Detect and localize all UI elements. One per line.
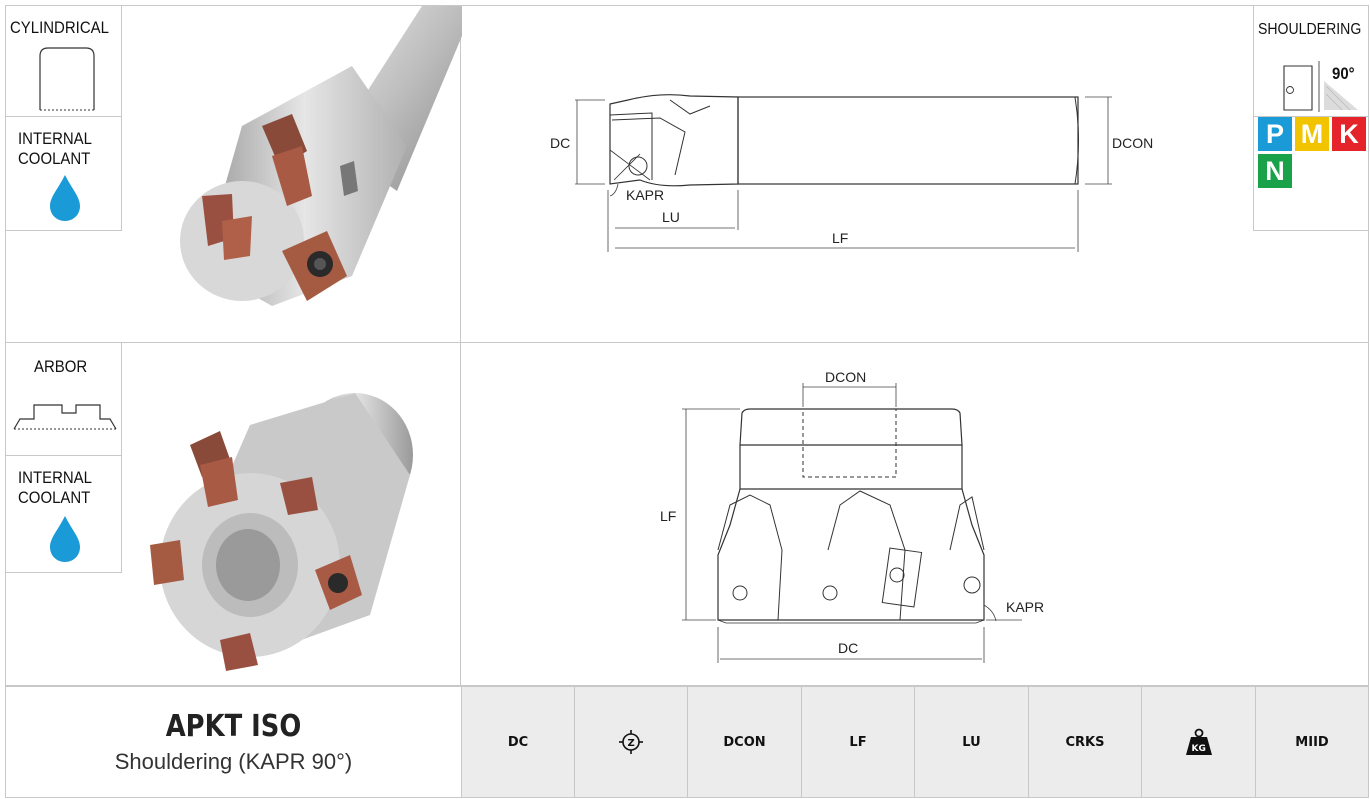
teeth-count-icon: Z (619, 730, 643, 754)
material-p-badge: P (1258, 117, 1292, 151)
dim-mid-lf-label: LF (660, 508, 676, 524)
operation-label: SHOULDERING (1258, 21, 1362, 38)
cylindrical-shank-icon (39, 47, 95, 111)
dim-lu-label: LU (662, 209, 680, 225)
coolant-label-line2: COOLANT (18, 149, 91, 168)
dim-dc-label: DC (550, 135, 570, 151)
column-header-miid: MIID (1255, 687, 1368, 797)
column-header-teeth: Z (574, 687, 687, 797)
arbor-mount-badge: ARBOR (5, 342, 122, 456)
column-divider (460, 5, 461, 686)
coolant-drop-icon-mid (50, 516, 80, 562)
operation-angle: 90° (1332, 64, 1355, 83)
dim-mid-dcon-label: DCON (825, 369, 866, 385)
coolant-mid-line1: INTERNAL (18, 468, 92, 487)
dim-mid-dc-label: DC (838, 640, 858, 656)
column-header-lf: LF (801, 687, 914, 797)
face-mill-dimension-drawing: DCON LF KAPR DC (660, 369, 1044, 663)
mount-type-label: ARBOR (34, 357, 88, 376)
column-header-crks: CRKS (1028, 687, 1141, 797)
column-header-weight: KG (1141, 687, 1255, 797)
internal-coolant-badge-top: INTERNAL COOLANT (5, 116, 122, 231)
svg-text:Z: Z (628, 738, 635, 749)
column-header-dc: DC (461, 687, 574, 797)
material-groups-badge: P M K N (1253, 116, 1369, 231)
coolant-drop-icon (50, 175, 80, 221)
shouldering-icon (1283, 61, 1358, 112)
material-k-badge: K (1332, 117, 1366, 151)
column-header-dcon: DCON (687, 687, 801, 797)
dim-dcon-label: DCON (1112, 135, 1153, 151)
product-title-cell: APKT ISO Shouldering (KAPR 90°) (6, 687, 461, 797)
weight-kg-icon: KG (1185, 728, 1212, 755)
coolant-mid-line2: COOLANT (18, 488, 91, 507)
shouldering-operation-badge: SHOULDERING 90° (1253, 5, 1369, 117)
cylindrical-shank-badge: CYLINDRICAL (5, 5, 122, 117)
face-mill-product-image (150, 393, 413, 671)
product-name: APKT ISO (165, 709, 302, 744)
shank-type-label: CYLINDRICAL (10, 18, 109, 37)
dim-kapr-label: KAPR (626, 187, 664, 203)
material-m-badge: M (1295, 117, 1329, 151)
column-header-lu: LU (914, 687, 1028, 797)
dim-mid-kapr-label: KAPR (1006, 599, 1044, 615)
svg-text:KG: KG (1191, 744, 1205, 754)
arbor-icon (13, 404, 117, 430)
internal-coolant-badge-mid: INTERNAL COOLANT (5, 455, 122, 573)
spec-table-header: APKT ISO Shouldering (KAPR 90°) DC Z DCO… (5, 686, 1369, 798)
end-mill-dimension-drawing: DC DCON KAPR LU LF (550, 94, 1153, 252)
end-mill-product-image (180, 6, 462, 306)
coolant-label-line1: INTERNAL (18, 129, 92, 148)
dim-lf-label: LF (832, 230, 848, 246)
material-n-badge: N (1258, 154, 1292, 188)
product-subtitle: Shouldering (KAPR 90°) (114, 749, 353, 774)
